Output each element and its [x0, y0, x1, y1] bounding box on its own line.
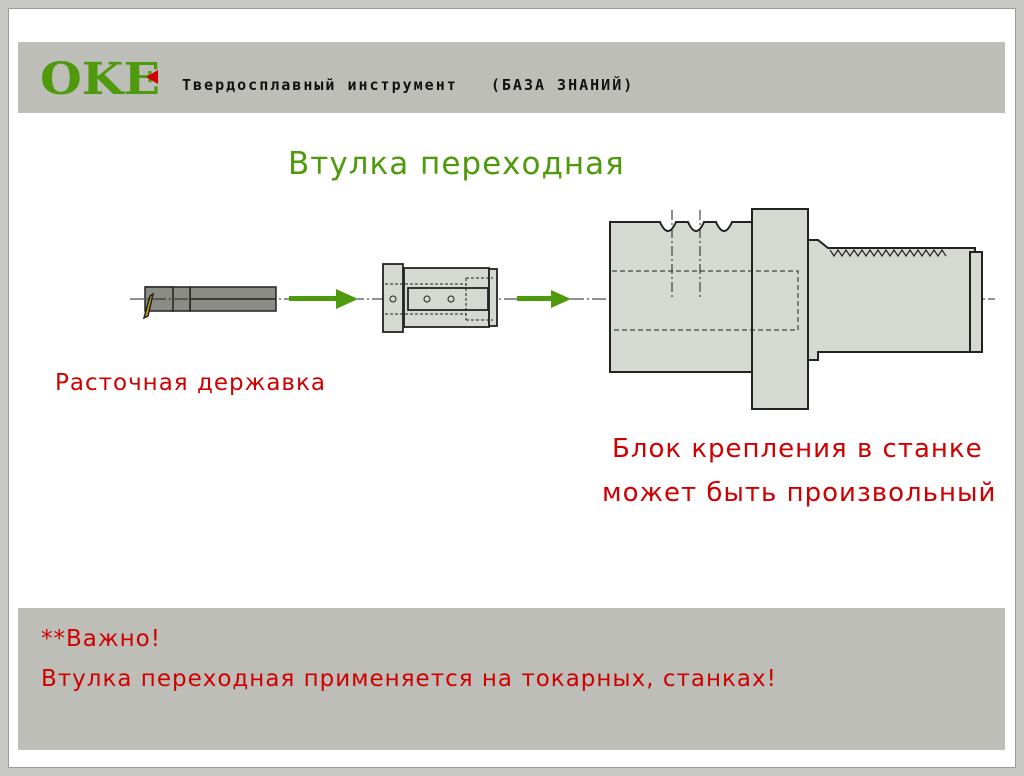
page-title: Втулка переходная	[288, 146, 625, 182]
note-text: Втулка переходная применяется на токарны…	[41, 666, 777, 692]
svg-text:OKE: OKE	[40, 56, 160, 98]
mount-label-line1: Блок крепления в станке	[612, 434, 983, 464]
header-subtitle: Твердосплавный инструмент (БАЗА ЗНАНИЙ)	[182, 76, 635, 94]
adapter-sleeve-drawing	[382, 263, 498, 333]
oke-logo: OKE	[40, 56, 160, 98]
machine-mount-drawing	[609, 208, 983, 410]
note-heading: **Важно!	[41, 626, 161, 652]
boring-bar-drawing	[142, 286, 277, 320]
important-note: **Важно! Втулка переходная применяется н…	[18, 608, 1005, 750]
boring-bar-label: Расточная державка	[55, 370, 326, 396]
mount-label-line2: может быть произвольный	[602, 478, 997, 508]
header-bar: OKE Твердосплавный инструмент (БАЗА ЗНАН…	[18, 42, 1005, 113]
arrow-icon	[289, 289, 571, 309]
